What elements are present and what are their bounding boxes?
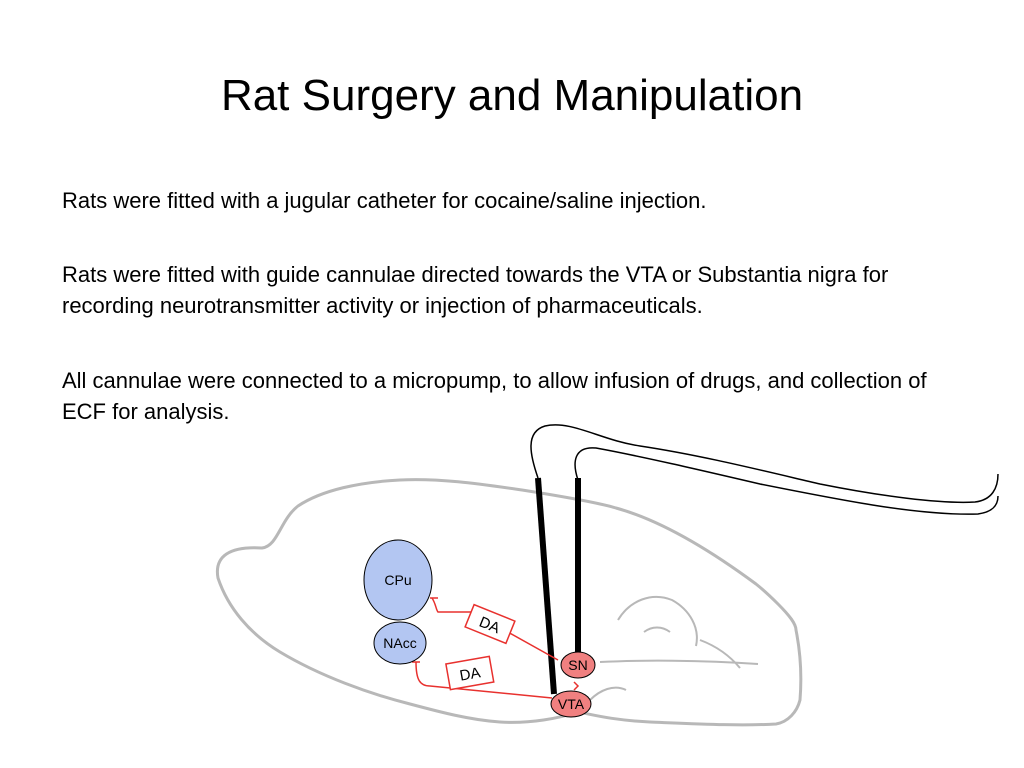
region-cpu-label: CPu [384,572,411,588]
brain-inner-detail [699,639,741,669]
region-cpu [363,539,433,621]
region-vta [550,690,592,718]
paragraph-micropump: All cannulae were connected to a micropu… [62,368,927,424]
da-text-lower: DA [458,664,481,684]
brain-inner-detail [617,595,698,647]
region-nacc [373,621,427,665]
paragraph-jugular-catheter: Rats were fitted with a jugular catheter… [62,188,707,213]
tubing-inner [574,447,999,515]
da-label-upper: DA [464,603,516,645]
region-vta-label: VTA [558,696,585,712]
region-nacc-label: NAcc [383,635,416,651]
slide-title: Rat Surgery and Manipulation [220,71,804,120]
brain-inner-detail [599,659,759,665]
cannula-vta [535,477,557,695]
da-label-lower: DA [445,655,495,691]
paragraph-guide-cannulae: Rats were fitted with guide cannulae dir… [62,262,889,318]
tubing-outer [530,424,999,504]
brain-inner-detail [643,626,671,633]
brain-inner-detail [589,686,627,701]
region-sn-label: SN [568,657,587,673]
brain-outline [215,478,803,727]
region-sn [560,651,596,679]
da-text-upper: DA [477,614,503,638]
pathway-lines [412,597,580,699]
